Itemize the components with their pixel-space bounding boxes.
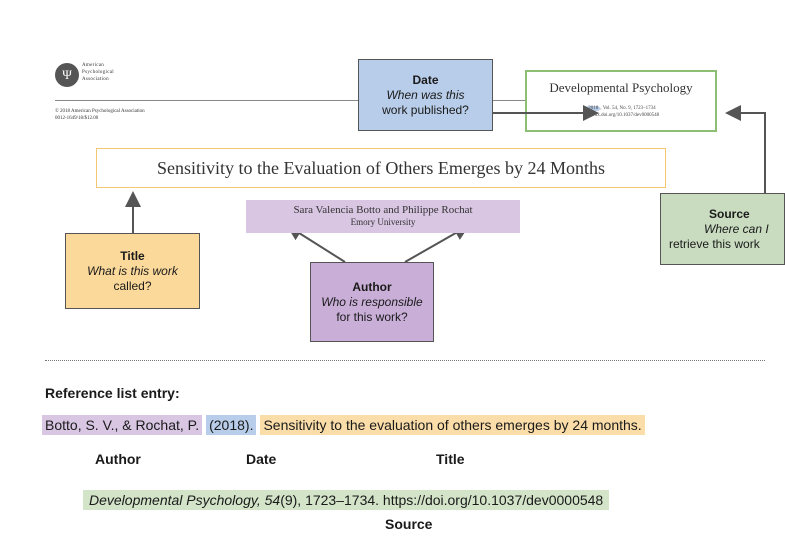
paper-title: Sensitivity to the Evaluation of Others … <box>96 148 666 188</box>
copyright-line: 0012-1649/18/$12.00 <box>55 116 99 121</box>
apa-logo: Ψ <box>55 63 79 87</box>
callout-question: retrieve this work <box>669 236 760 251</box>
journal-box: Developmental Psychology 2018, Vol. 54, … <box>525 70 717 132</box>
journal-name: Developmental Psychology <box>549 80 693 95</box>
reference-author: Botto, S. V., & Rochat, P. <box>42 415 203 435</box>
reference-author-label: Author <box>95 451 141 467</box>
date-callout: Date When was this work published? <box>358 59 493 131</box>
callout-question: When was this <box>386 87 465 102</box>
journal-doi: http://dx.doi.org/10.1037/dev0000548 <box>582 113 660 118</box>
copyright-line: © 2018 American Psychological Associatio… <box>55 109 145 114</box>
callout-heading: Source <box>709 206 750 221</box>
source-callout: Source Where can I retrieve this work <box>660 193 785 265</box>
reference-entry: Botto, S. V., & Rochat, P. (2018). Sensi… <box>42 415 645 435</box>
reference-date-label: Date <box>246 451 277 467</box>
reference-title-label: Title <box>436 451 465 467</box>
callout-question: work published? <box>382 102 469 117</box>
source-issue-pages-doi: (9), 1723–1734. https://doi.org/10.1037/… <box>280 492 604 508</box>
paper-affiliation: Emory University <box>350 217 416 227</box>
callout-question: What is this work <box>87 263 178 278</box>
callout-heading: Author <box>352 279 392 294</box>
callout-question: Who is responsible <box>321 294 423 309</box>
paper-authors: Sara Valencia Botto and Philippe Rochat <box>293 204 473 216</box>
title-callout: Title What is this work called? <box>65 233 200 309</box>
reference-source-label: Source <box>385 516 433 532</box>
author-callout: Author Who is responsible for this work? <box>310 262 434 342</box>
source-arrow <box>725 105 766 193</box>
publisher-name: American Psychological Association <box>82 62 114 83</box>
source-journal: Developmental Psychology, <box>89 492 261 508</box>
publisher-line: Association <box>82 77 109 82</box>
publisher-line: Psychological <box>82 70 114 75</box>
reference-title: Sensitivity to the evaluation of others … <box>260 415 645 435</box>
copyright-notice: © 2018 American Psychological Associatio… <box>55 108 145 122</box>
publisher-line: American <box>82 63 105 68</box>
callout-heading: Title <box>120 248 145 263</box>
callout-question: Where can I <box>704 221 769 236</box>
reference-date: (2018). <box>206 415 257 435</box>
callout-heading: Date <box>412 72 439 87</box>
section-divider <box>45 360 765 361</box>
reference-source: Developmental Psychology, 54(9), 1723–17… <box>83 490 610 510</box>
reference-heading: Reference list entry: <box>45 385 180 401</box>
callout-question: for this work? <box>336 309 408 324</box>
journal-volume-pages: , Vol. 54, No. 9, 1723–1734 <box>600 106 656 111</box>
source-volume: 54 <box>264 492 281 508</box>
callout-question: called? <box>113 278 152 293</box>
paper-authors-band: Sara Valencia Botto and Philippe Rochat … <box>246 200 520 233</box>
